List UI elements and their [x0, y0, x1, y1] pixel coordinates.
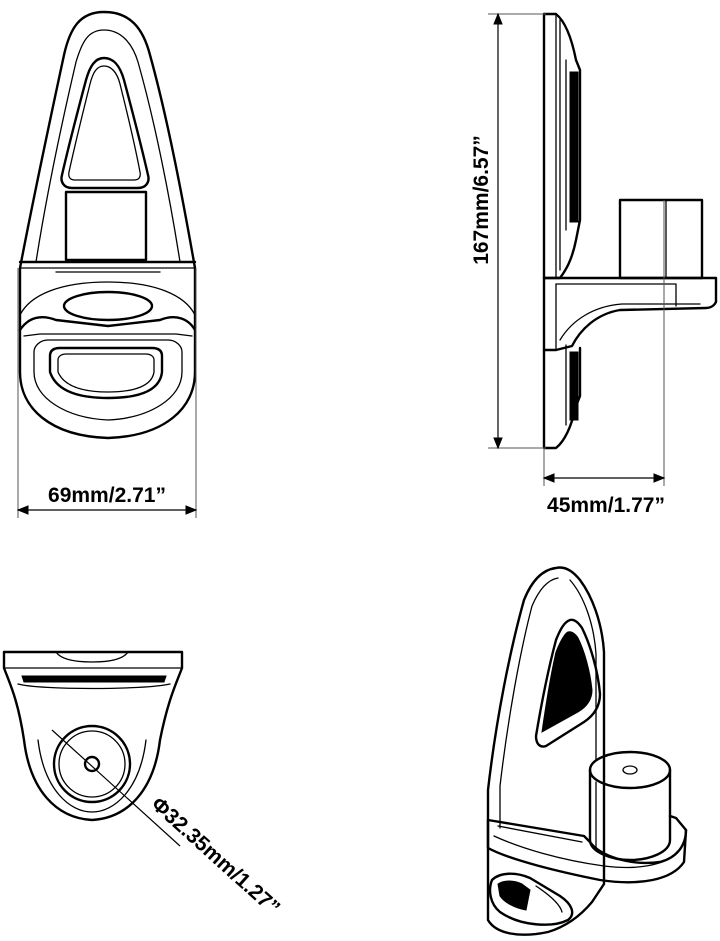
depth-dimension: 45mm/1.77”: [542, 200, 666, 517]
height-label: 167mm/6.57”: [470, 135, 493, 265]
side-view: [542, 12, 718, 450]
width-dimension: 69mm/2.71”: [16, 268, 198, 518]
depth-label: 45mm/1.77”: [547, 494, 665, 517]
perspective-view: [486, 566, 688, 936]
width-label: 69mm/2.71”: [48, 484, 166, 507]
height-dimension: 167mm/6.57”: [470, 12, 546, 450]
diameter-label: Φ32.35mm/1.27”: [147, 793, 285, 920]
front-view: [18, 10, 197, 440]
bottom-view: [2, 650, 184, 822]
